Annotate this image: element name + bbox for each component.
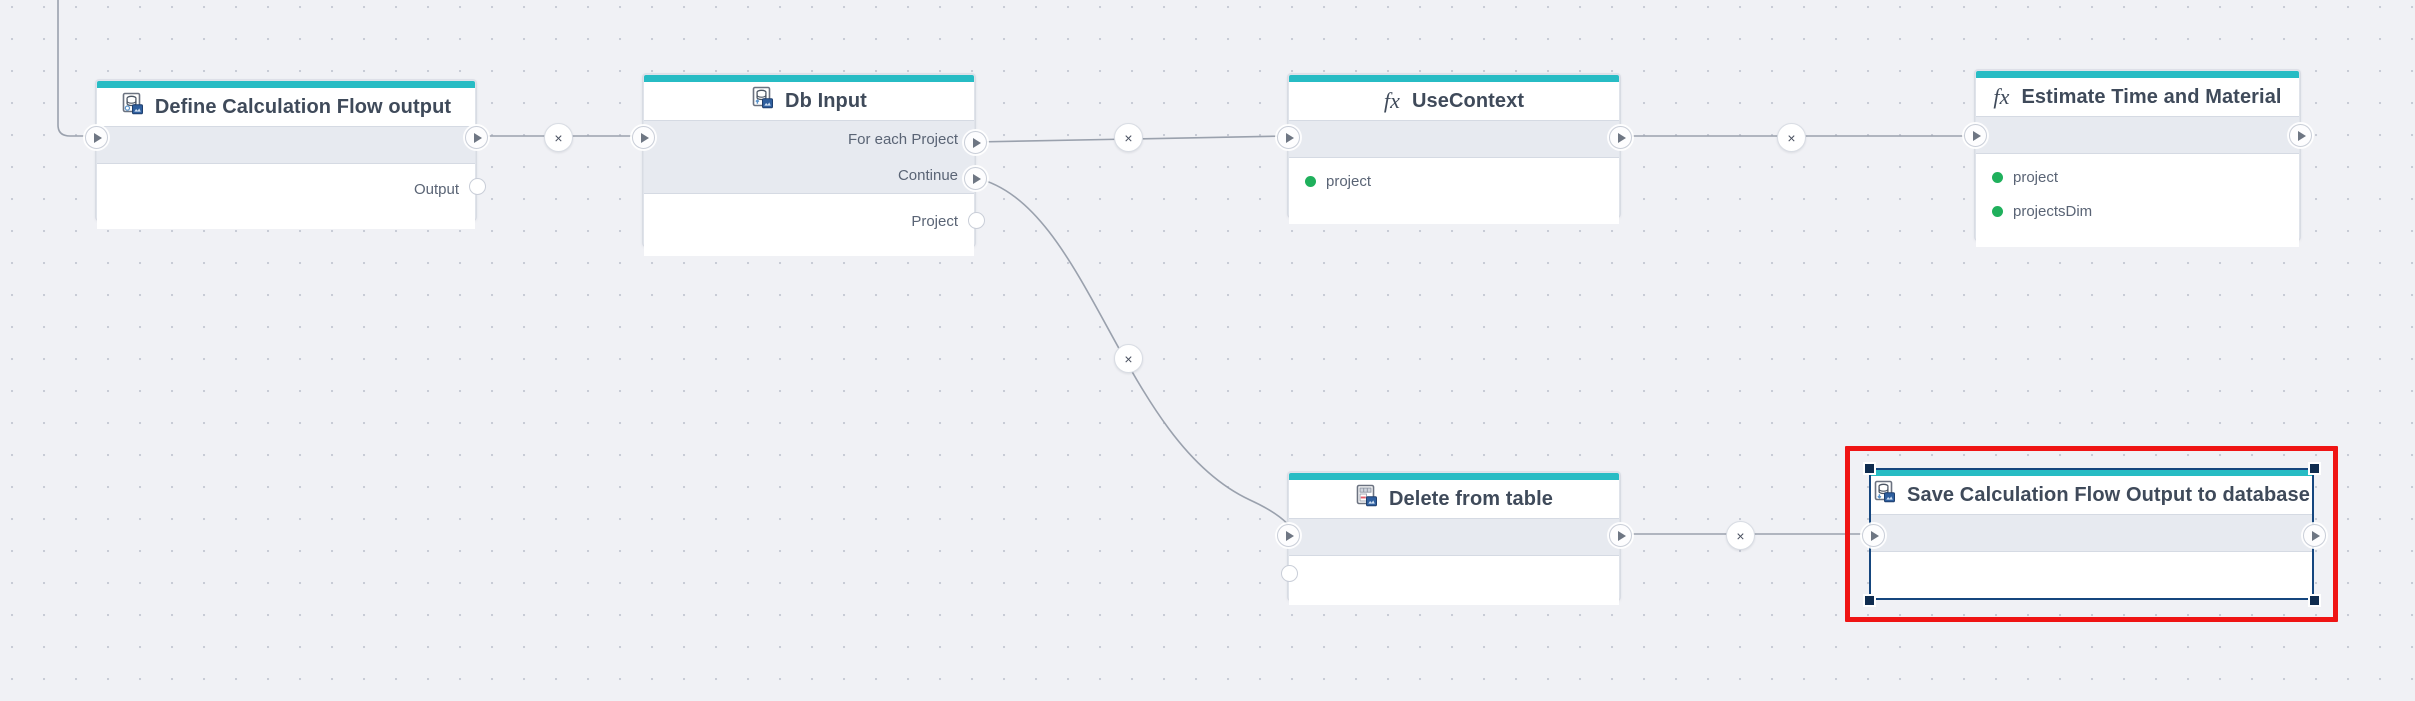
node-exec-section bbox=[1976, 116, 2299, 154]
exec-row bbox=[1289, 519, 1619, 555]
port-exec-in-usecontext[interactable] bbox=[1277, 126, 1300, 149]
node-title-text: Db Input bbox=[785, 89, 867, 112]
node-body bbox=[1289, 560, 1619, 605]
exec-row bbox=[97, 127, 475, 163]
port-exec-out-save[interactable] bbox=[2303, 524, 2326, 547]
port-exec-out-continue[interactable] bbox=[964, 167, 987, 190]
node-accent-bar bbox=[97, 81, 475, 88]
selection-handle-bottom-right[interactable] bbox=[2308, 594, 2321, 607]
exec-row-label: Continue bbox=[897, 166, 958, 184]
exec-row bbox=[1289, 121, 1619, 157]
node-save-calculation-flow-output-to-database[interactable]: Save Calculation Flow Output to database bbox=[1869, 468, 2314, 600]
body-row: project bbox=[1976, 160, 2299, 194]
table-delete-icon bbox=[1355, 484, 1379, 514]
node-body: Project bbox=[644, 204, 974, 256]
fx-icon: fx bbox=[1383, 88, 1400, 113]
port-exec-in-delete[interactable] bbox=[1277, 524, 1300, 547]
port-exec-in-define[interactable] bbox=[85, 126, 108, 149]
exec-row bbox=[1976, 117, 2299, 153]
body-row-label: project bbox=[1326, 172, 1372, 190]
database-document-icon bbox=[121, 92, 145, 122]
port-exec-out-define[interactable] bbox=[465, 126, 488, 149]
port-data-in-usecontext-project[interactable] bbox=[1305, 175, 1316, 187]
node-title-row: fx Estimate Time and Material bbox=[1976, 78, 2299, 116]
selection-handle-top-left[interactable] bbox=[1863, 462, 1876, 475]
body-row-label: Output bbox=[413, 180, 459, 198]
node-exec-section bbox=[1289, 120, 1619, 158]
selection-handle-bottom-left[interactable] bbox=[1863, 594, 1876, 607]
port-exec-in-estimate[interactable] bbox=[1964, 124, 1987, 147]
port-exec-out-for-each-project[interactable] bbox=[964, 131, 987, 154]
node-accent-bar bbox=[1871, 470, 2312, 476]
node-body: Output bbox=[97, 172, 475, 229]
port-exec-out-delete[interactable] bbox=[1609, 524, 1632, 547]
port-exec-out-usecontext[interactable] bbox=[1609, 126, 1632, 149]
edge-delete-button[interactable]: × bbox=[1114, 344, 1143, 373]
node-exec-section bbox=[1871, 514, 2312, 552]
node-title-row: Save Calculation Flow Output to database bbox=[1871, 476, 2312, 514]
node-use-context[interactable]: fx UseContext project bbox=[1288, 74, 1620, 224]
edge-delete-button[interactable]: × bbox=[1777, 123, 1806, 152]
selection-handle-top-right[interactable] bbox=[2308, 462, 2321, 475]
node-body: project projectsDim bbox=[1976, 160, 2299, 247]
node-exec-section bbox=[97, 126, 475, 164]
fx-icon: fx bbox=[1993, 84, 2010, 109]
body-row: Project bbox=[644, 204, 974, 238]
close-icon: × bbox=[1124, 350, 1133, 367]
body-row bbox=[1871, 552, 2312, 586]
node-estimate-time-and-material[interactable]: fx Estimate Time and Material project pr… bbox=[1975, 70, 2300, 247]
edge-delete-button[interactable]: × bbox=[1114, 123, 1143, 152]
node-accent-bar bbox=[1289, 473, 1619, 480]
port-data-in-estimate-project[interactable] bbox=[1992, 171, 2003, 183]
edge-delete-button[interactable]: × bbox=[1726, 521, 1755, 550]
port-data-out-define-output[interactable] bbox=[469, 178, 486, 195]
node-title-text: Delete from table bbox=[1389, 487, 1553, 510]
exec-row bbox=[1871, 515, 2312, 551]
node-title-row: Db Input bbox=[644, 82, 974, 120]
exec-row-continue: Continue bbox=[644, 157, 974, 193]
close-icon: × bbox=[1124, 129, 1133, 146]
body-row: Output bbox=[97, 172, 475, 206]
node-title-row: fx UseContext bbox=[1289, 82, 1619, 120]
node-delete-from-table[interactable]: Delete from table bbox=[1288, 472, 1620, 605]
exec-row-for-each-project: For each Project bbox=[644, 121, 974, 157]
node-body: project bbox=[1289, 164, 1619, 224]
port-exec-in-dbinput[interactable] bbox=[632, 126, 655, 149]
node-title-text: Estimate Time and Material bbox=[2021, 85, 2282, 108]
port-data-in-delete[interactable] bbox=[1281, 565, 1298, 582]
port-data-in-estimate-projectsdim[interactable] bbox=[1992, 205, 2003, 217]
body-row bbox=[1289, 560, 1619, 594]
body-row-label: Project bbox=[911, 212, 958, 230]
node-title-row: Define Calculation Flow output bbox=[97, 88, 475, 126]
node-exec-section bbox=[1289, 518, 1619, 556]
close-icon: × bbox=[1787, 129, 1796, 146]
edge-incoming bbox=[57, 0, 88, 137]
node-accent-bar bbox=[1976, 71, 2299, 78]
edge-delete-button[interactable]: × bbox=[544, 123, 573, 152]
node-exec-section: For each Project Continue bbox=[644, 120, 974, 194]
database-document-icon bbox=[751, 86, 775, 116]
exec-row-label: For each Project bbox=[847, 130, 958, 148]
node-accent-bar bbox=[1289, 75, 1619, 82]
port-exec-out-estimate[interactable] bbox=[2289, 124, 2312, 147]
body-row-label: project bbox=[2013, 168, 2059, 186]
port-data-out-dbinput-project[interactable] bbox=[968, 212, 985, 229]
close-icon: × bbox=[554, 129, 563, 146]
node-body bbox=[1871, 552, 2312, 598]
body-row: projectsDim bbox=[1976, 194, 2299, 228]
node-define-calculation-flow-output[interactable]: Define Calculation Flow output Output bbox=[96, 80, 476, 229]
port-exec-in-save[interactable] bbox=[1862, 524, 1885, 547]
node-title-text: UseContext bbox=[1411, 89, 1525, 112]
database-save-icon bbox=[1873, 480, 1897, 510]
node-title-row: Delete from table bbox=[1289, 480, 1619, 518]
node-accent-bar bbox=[644, 75, 974, 82]
node-title-text: Save Calculation Flow Output to database bbox=[1907, 483, 2310, 506]
close-icon: × bbox=[1736, 527, 1745, 544]
node-title-text: Define Calculation Flow output bbox=[154, 95, 452, 118]
body-row: project bbox=[1289, 164, 1619, 198]
body-row-label: projectsDim bbox=[2013, 202, 2093, 220]
node-db-input[interactable]: Db Input For each Project Continue Proje… bbox=[643, 74, 975, 256]
